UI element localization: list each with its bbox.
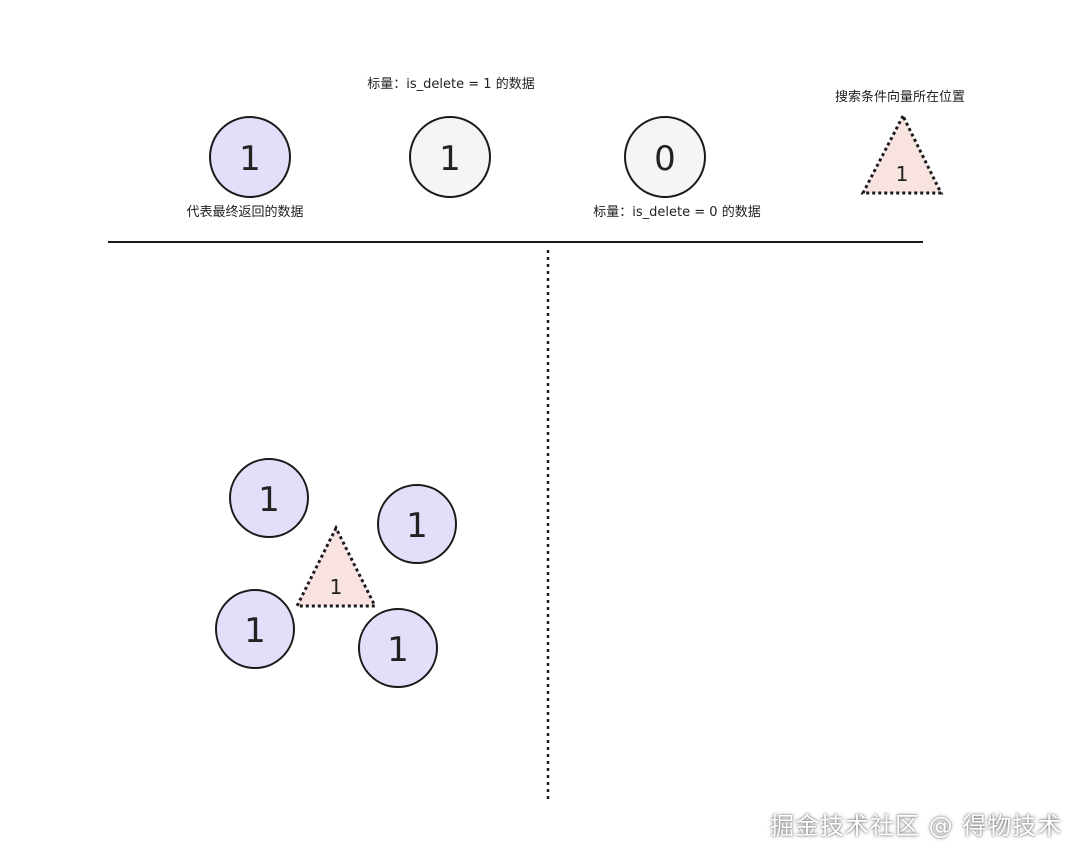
returned-data-label: 代表最终返回的数据 <box>186 204 303 220</box>
returned-data-circle <box>209 116 291 198</box>
scalar-zero-circle <box>624 116 706 198</box>
cluster-point-value: 1 <box>406 506 428 546</box>
scalar-one-circle <box>409 116 491 198</box>
legend-scalar-one: 标量：is_delete = 1 的数据 1 <box>367 76 535 198</box>
cluster-point-value: 1 <box>387 630 409 670</box>
query-vector-value: 1 <box>896 162 909 186</box>
result-cluster: 1 1 1 1 1 <box>215 458 457 688</box>
legend-query-vector: 搜索条件向量所在位置 1 <box>835 89 965 195</box>
returned-data-value: 1 <box>239 139 261 179</box>
query-vector-triangle <box>860 112 944 195</box>
cluster-point-value: 1 <box>244 611 266 651</box>
legend-returned-data: 1 代表最终返回的数据 <box>186 116 304 220</box>
scalar-zero-label: 标量：is_delete = 0 的数据 <box>593 204 760 220</box>
scalar-zero-value: 0 <box>654 139 676 179</box>
scalar-one-label: 标量：is_delete = 1 的数据 <box>367 76 534 92</box>
query-vector-label: 搜索条件向量所在位置 <box>835 89 965 105</box>
scalar-one-value: 1 <box>439 139 461 179</box>
cluster-point-circle <box>377 484 457 564</box>
cluster-query-triangle <box>294 524 378 608</box>
cluster-point-circle <box>215 589 295 669</box>
cluster-point-circle <box>358 608 438 688</box>
legend-scalar-zero: 0 标量：is_delete = 0 的数据 <box>593 116 761 220</box>
cluster-point-circle <box>229 458 309 538</box>
cluster-query-value: 1 <box>330 575 343 599</box>
watermark-text: 掘金技术社区 @ 得物技术 <box>770 812 1063 840</box>
cluster-point-value: 1 <box>258 480 280 520</box>
